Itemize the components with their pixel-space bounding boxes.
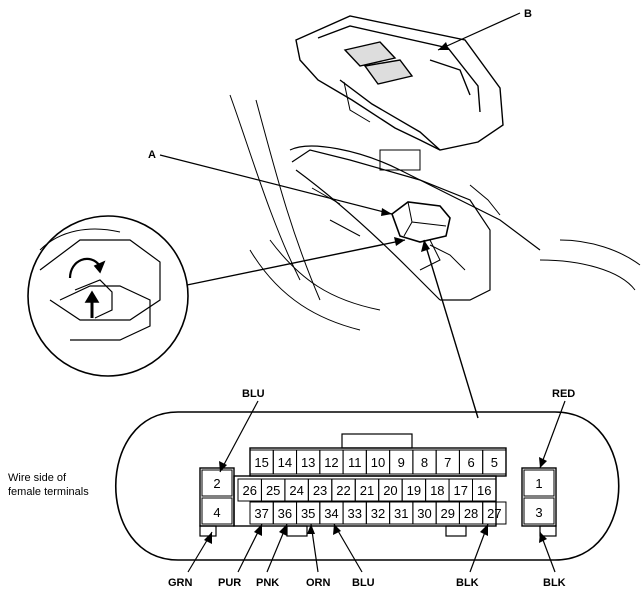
pin-27: 27 xyxy=(487,506,501,521)
pin-6: 6 xyxy=(467,455,474,470)
callout-b-leader xyxy=(437,12,521,51)
bot-row-cell xyxy=(482,501,507,525)
callout-a-leader xyxy=(159,154,393,215)
callout-a-label: A xyxy=(148,149,156,161)
pin-24: 24 xyxy=(289,483,303,498)
pin-31: 31 xyxy=(394,506,408,521)
pin-18: 18 xyxy=(430,483,444,498)
pin-22: 22 xyxy=(336,483,350,498)
pin-33: 33 xyxy=(347,506,361,521)
pin-32: 32 xyxy=(371,506,385,521)
pin-8: 8 xyxy=(421,455,428,470)
pin-25: 25 xyxy=(266,483,280,498)
wire-color-arrowheads xyxy=(204,457,547,544)
armrest-illustration xyxy=(229,15,641,331)
pin-20: 20 xyxy=(383,483,397,498)
left-block-cell xyxy=(201,469,233,497)
pin-17: 17 xyxy=(454,483,468,498)
wire-label-pnk: PNK xyxy=(256,577,279,589)
right-block-cell xyxy=(523,497,555,525)
pin-9: 9 xyxy=(398,455,405,470)
pin-26: 26 xyxy=(242,483,256,498)
right-block-cell xyxy=(523,469,555,497)
pin-12: 12 xyxy=(324,455,338,470)
pin-34: 34 xyxy=(324,506,338,521)
wire-label-blk-right: BLK xyxy=(543,577,566,589)
callout-b-label: B xyxy=(524,8,532,20)
release-tab-detail-inset xyxy=(27,215,189,377)
pin-14: 14 xyxy=(278,455,292,470)
pin-28: 28 xyxy=(464,506,478,521)
wire-label-red: RED xyxy=(552,388,575,400)
pin-16: 16 xyxy=(477,483,491,498)
mid-row-cell xyxy=(472,478,497,502)
connector-leader xyxy=(423,239,479,419)
wire-label-orn: ORN xyxy=(306,577,331,589)
pin-7: 7 xyxy=(444,455,451,470)
pin-10: 10 xyxy=(371,455,385,470)
pin-4: 4 xyxy=(213,505,220,520)
pin-23: 23 xyxy=(313,483,327,498)
wire-label-pur: PUR xyxy=(218,577,241,589)
wire-label-grn: GRN xyxy=(168,577,193,589)
wire-side-note-line2: female terminals xyxy=(8,486,89,498)
pin-11: 11 xyxy=(348,455,362,470)
pin-2: 2 xyxy=(213,476,220,491)
pin-1: 1 xyxy=(535,476,542,491)
inset-arrow xyxy=(186,239,406,286)
pin-37: 37 xyxy=(254,506,268,521)
pin-5: 5 xyxy=(491,455,498,470)
pin-3: 3 xyxy=(535,505,542,520)
pin-15: 15 xyxy=(254,455,268,470)
left-block-cell xyxy=(201,497,233,525)
wire-label-blu-bottom: BLU xyxy=(352,577,375,589)
wire-side-note-line1: Wire side of xyxy=(8,472,67,484)
wire-label-blu-top: BLU xyxy=(242,388,265,400)
pin-30: 30 xyxy=(417,506,431,521)
pin-13: 13 xyxy=(301,455,315,470)
pin-35: 35 xyxy=(301,506,315,521)
pin-21: 21 xyxy=(360,483,374,498)
pin-19: 19 xyxy=(407,483,421,498)
pin-29: 29 xyxy=(441,506,455,521)
top-row-cell xyxy=(482,449,507,475)
wire-label-blk-mid: BLK xyxy=(456,577,479,589)
pin-36: 36 xyxy=(278,506,292,521)
